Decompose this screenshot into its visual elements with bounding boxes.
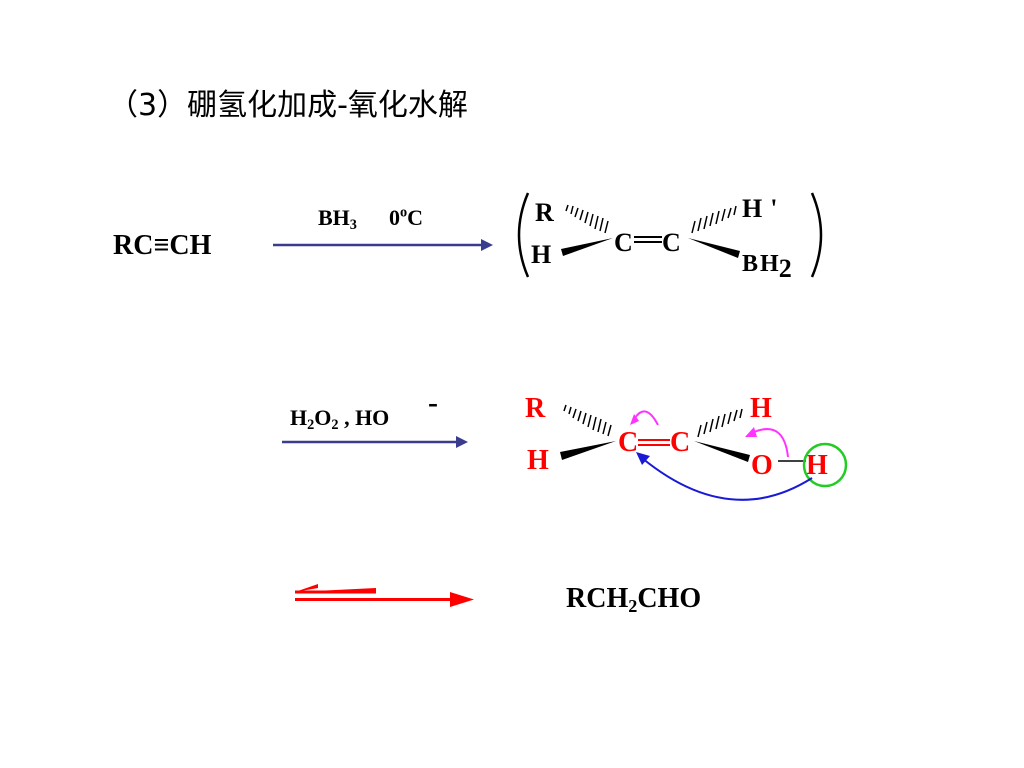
step2-charge: - [428,386,438,419]
int2-h-right-label: H [750,393,772,424]
product-formula: RCH2CHO [566,583,702,617]
step1-arrow [273,239,493,251]
int2-r-label: R [525,393,546,424]
highlight-circle [802,442,848,488]
int2-wedge-right [694,441,750,462]
int1-double-bond [634,236,662,243]
int1-wedge-left [561,238,613,256]
int1-h-left-label: H [531,240,552,269]
curved-arrow-left [630,410,659,426]
int1-wedge-right [688,238,740,258]
left-bracket [517,192,530,278]
int1-h-right-label: H' [742,194,778,223]
int2-c1-label: C [618,427,639,458]
curved-arrow-right [745,427,789,458]
int2-hashed-bond-right [697,408,743,438]
int2-double-bond [638,439,670,446]
int1-boron-label: BH2 [742,251,792,283]
int1-c2-label: C [662,228,681,257]
int1-hashed-bond-right [691,205,737,234]
int2-h-left-label: H [527,445,549,476]
int2-o-label: O [751,450,773,481]
equilibrium-arrows [295,584,474,607]
int1-r-label: R [535,198,554,227]
int1-hashed-bond-left [565,204,609,234]
reactant-formula: RC≡CH [113,230,212,261]
curved-arrow-blue [636,452,813,501]
step1-temperature: 0oC [389,204,424,230]
step1-reagent: BH3 [318,205,357,233]
page-title: （3）硼氢化加成-氧化水解 [108,80,468,124]
page-title-text: （3）硼氢化加成-氧化水解 [108,88,468,123]
int2-h-oxygen-label: H [806,450,828,481]
int2-wedge-left [560,441,616,460]
int2-hashed-bond-left [563,404,612,437]
int1-c1-label: C [614,228,633,257]
prime-mark: ' [770,194,778,223]
right-bracket [810,192,823,278]
step2-arrow [282,436,468,448]
step2-reagent: H2O2 , HO [290,405,390,433]
int2-c2-label: C [670,427,691,458]
